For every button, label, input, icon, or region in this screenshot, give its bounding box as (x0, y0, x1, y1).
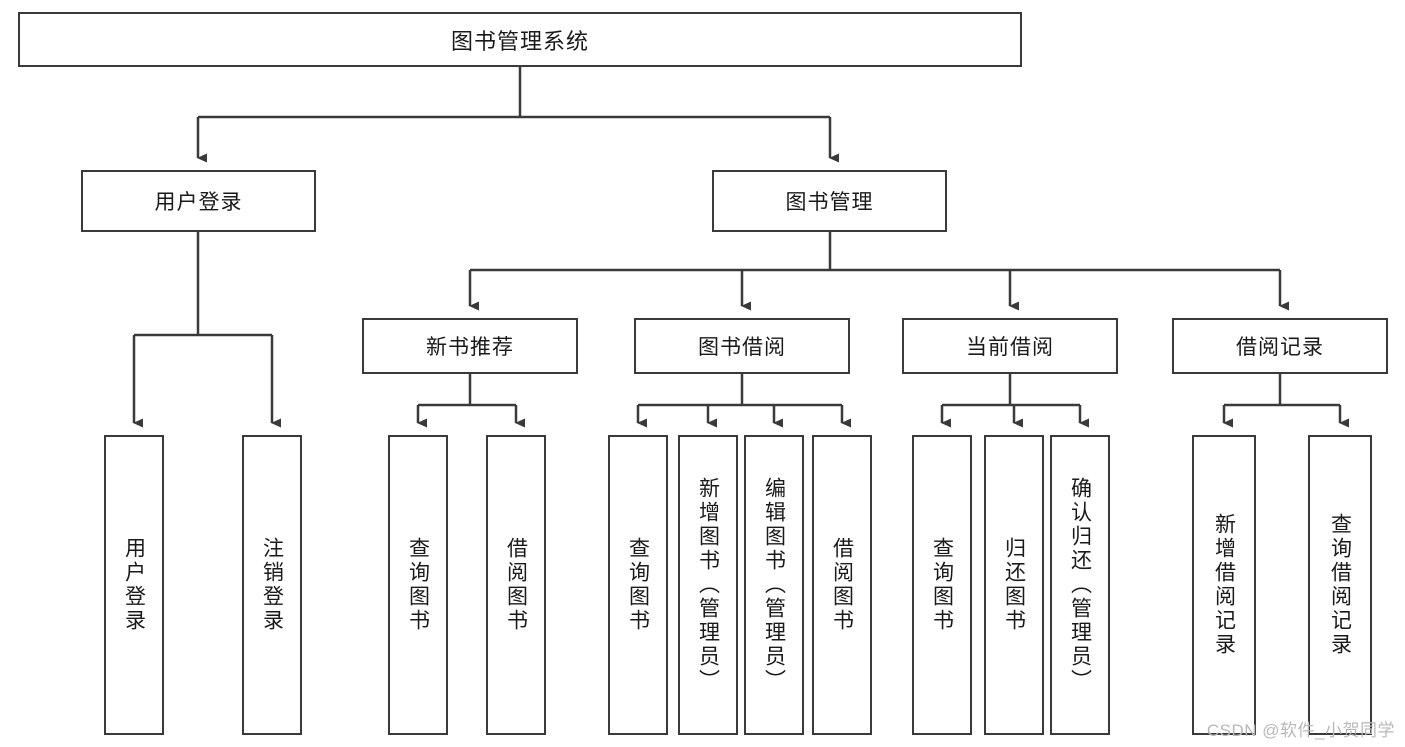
node-level3-2[interactable]: 当前借阅 (902, 318, 1118, 374)
node-leaf-3-label: 借阅图书 (504, 537, 528, 633)
node-leaf-6-label: 编辑图书（管理员） (762, 477, 786, 693)
node-level2-1-label: 图书管理 (785, 191, 874, 214)
node-level3-1-label: 图书借阅 (698, 336, 786, 359)
node-leaf-4[interactable]: 查询图书 (608, 435, 668, 735)
node-level2-0-label: 用户登录 (154, 191, 243, 214)
node-leaf-9-label: 归还图书 (1002, 537, 1026, 633)
node-leaf-10-label: 确认归还（管理员） (1068, 477, 1092, 693)
node-leaf-7-label: 借阅图书 (830, 537, 854, 633)
node-leaf-5-label: 新增图书（管理员） (696, 477, 720, 693)
node-leaf-0[interactable]: 用户登录 (104, 435, 164, 735)
node-level3-1[interactable]: 图书借阅 (634, 318, 850, 374)
node-leaf-8[interactable]: 查询图书 (912, 435, 972, 735)
node-level3-0[interactable]: 新书推荐 (362, 318, 578, 374)
node-level3-3-label: 借阅记录 (1236, 336, 1324, 359)
node-leaf-9[interactable]: 归还图书 (984, 435, 1044, 735)
node-level2-1[interactable]: 图书管理 (712, 170, 947, 232)
node-leaf-10[interactable]: 确认归还（管理员） (1050, 435, 1110, 735)
node-leaf-12-label: 查询借阅记录 (1328, 513, 1352, 657)
node-leaf-11[interactable]: 新增借阅记录 (1192, 435, 1256, 735)
node-leaf-12[interactable]: 查询借阅记录 (1308, 435, 1372, 735)
node-leaf-11-label: 新增借阅记录 (1212, 513, 1236, 657)
node-leaf-4-label: 查询图书 (626, 537, 650, 633)
node-leaf-7[interactable]: 借阅图书 (812, 435, 872, 735)
watermark-text: CSDN @软件_小贺同学 (1206, 721, 1395, 740)
node-leaf-5[interactable]: 新增图书（管理员） (678, 435, 738, 735)
node-leaf-0-label: 用户登录 (122, 537, 146, 633)
node-level3-3[interactable]: 借阅记录 (1172, 318, 1388, 374)
node-level3-2-label: 当前借阅 (966, 336, 1054, 359)
node-leaf-2[interactable]: 查询图书 (388, 435, 448, 735)
node-leaf-8-label: 查询图书 (930, 537, 954, 633)
node-leaf-6[interactable]: 编辑图书（管理员） (744, 435, 804, 735)
node-leaf-2-label: 查询图书 (406, 537, 430, 633)
node-level3-0-label: 新书推荐 (426, 336, 514, 359)
node-leaf-1[interactable]: 注销登录 (242, 435, 302, 735)
node-leaf-3[interactable]: 借阅图书 (486, 435, 546, 735)
node-root-title[interactable]: 图书管理系统 (18, 12, 1022, 67)
node-level2-0[interactable]: 用户登录 (81, 170, 316, 232)
node-root-label: 图书管理系统 (450, 28, 589, 54)
node-leaf-1-label: 注销登录 (260, 537, 284, 633)
